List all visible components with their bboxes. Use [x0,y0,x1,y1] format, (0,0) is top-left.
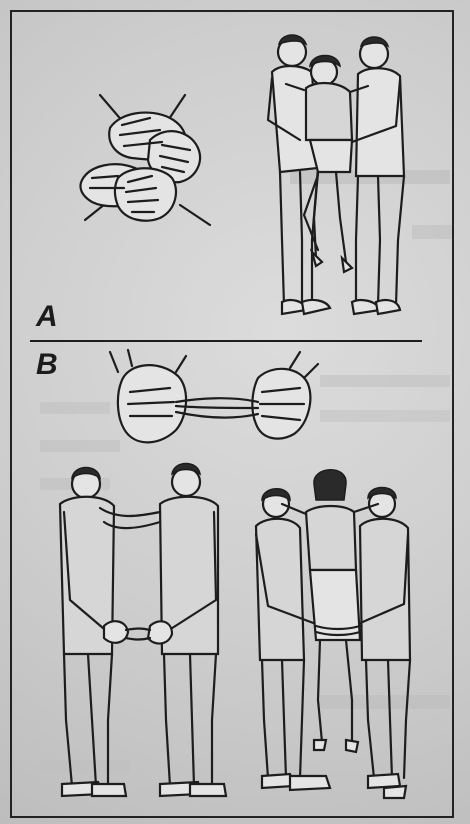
four-hand-carry-figures [268,35,404,314]
rope-grip-drawing [110,350,318,442]
four-hand-seat-drawing [80,95,210,225]
two-hand-carry-figures [256,470,410,798]
hand-grip-figures [60,464,226,797]
